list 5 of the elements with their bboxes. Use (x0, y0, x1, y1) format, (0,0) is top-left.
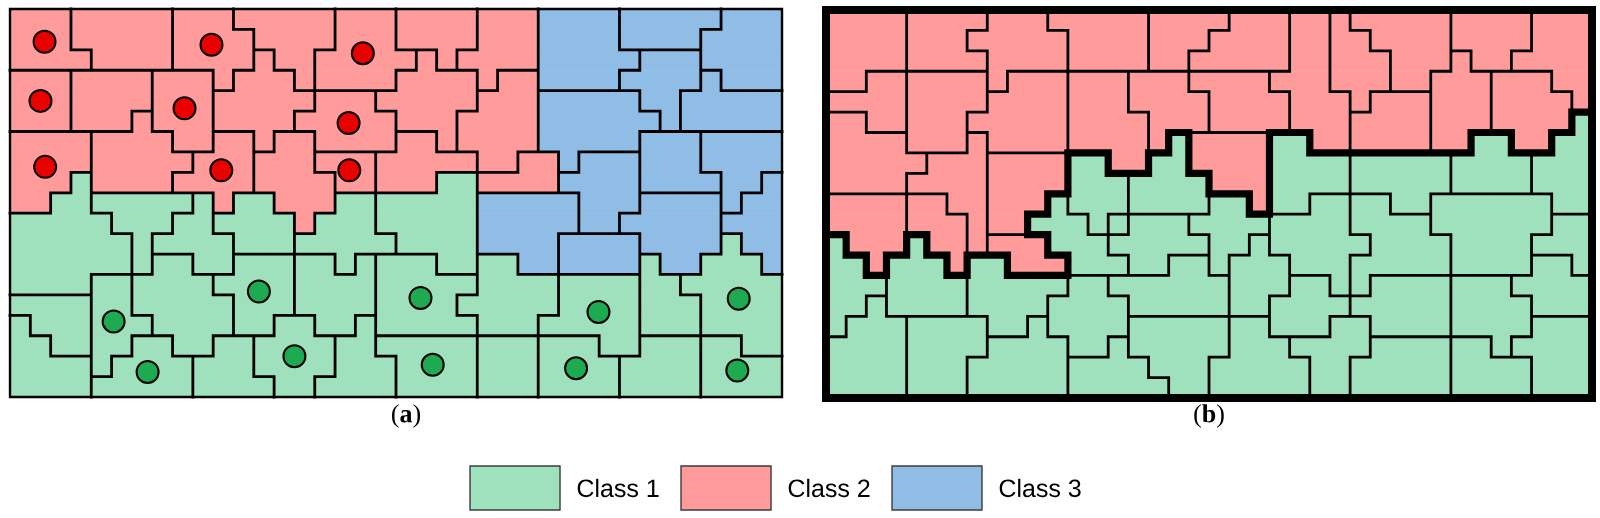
panel-label: (a) (392, 404, 421, 428)
panel-label: (b) (1194, 404, 1224, 428)
legend-label: Class 3 (999, 478, 1081, 498)
legend-label: Class 2 (788, 478, 870, 498)
legend-label: Class 1 (577, 478, 659, 498)
